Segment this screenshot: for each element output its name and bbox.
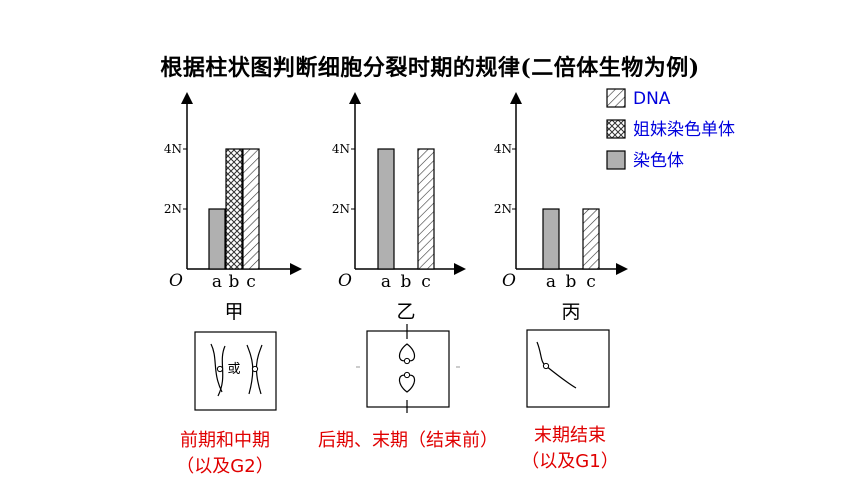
bar-a bbox=[208, 208, 226, 270]
category-label-a: a bbox=[381, 272, 391, 292]
legend-swatch bbox=[606, 119, 626, 139]
caption-bing-line2: （以及G1） bbox=[521, 451, 619, 472]
chart-name: 乙 bbox=[396, 301, 415, 323]
category-label-c: c bbox=[586, 272, 596, 292]
category-label-a: a bbox=[212, 272, 222, 292]
legend-label: 染色体 bbox=[633, 151, 684, 171]
y-tick-label: 2N bbox=[332, 202, 350, 216]
legend-item-a: 染色体 bbox=[606, 150, 684, 171]
diagram-or-label: 或 bbox=[227, 362, 240, 377]
y-tick-label: 4N bbox=[164, 142, 182, 156]
bar-c bbox=[242, 148, 260, 270]
category-label-c: c bbox=[246, 272, 256, 292]
caption-yi: 后期、末期（结束前） bbox=[296, 428, 520, 454]
cell-diagram-jia: 或 bbox=[194, 331, 277, 411]
y-tick-label: 4N bbox=[494, 142, 512, 156]
bar-a bbox=[377, 148, 395, 270]
caption-jia: 前期和中期 （以及G2） bbox=[140, 428, 310, 480]
chart-name: 甲 bbox=[224, 301, 243, 323]
caption-jia-line1: 前期和中期 bbox=[180, 430, 270, 451]
category-label-c: c bbox=[421, 272, 431, 292]
caption-bing-line1: 末期结束 bbox=[534, 425, 606, 446]
caption-jia-line2: （以及G2） bbox=[176, 456, 274, 477]
page-title: 根据柱状图判断细胞分裂时期的规律(二倍体生物为例) bbox=[160, 55, 700, 81]
legend-item-c: DNA bbox=[606, 88, 671, 109]
origin-label: O bbox=[502, 271, 516, 291]
bar-c bbox=[582, 208, 600, 270]
caption-bing: 末期结束 （以及G1） bbox=[510, 423, 630, 475]
legend-swatch bbox=[606, 88, 626, 108]
bar-a bbox=[542, 208, 560, 270]
origin-label: O bbox=[169, 271, 183, 291]
legend-item-b: 姐妹染色单体 bbox=[606, 119, 735, 140]
y-tick-label: 4N bbox=[332, 142, 350, 156]
bar-b bbox=[225, 148, 243, 270]
chart-name: 丙 bbox=[561, 301, 580, 323]
category-label-b: b bbox=[401, 272, 412, 292]
category-label-a: a bbox=[546, 272, 556, 292]
y-tick-label: 2N bbox=[164, 202, 182, 216]
bar-c bbox=[417, 148, 435, 270]
caption-yi-line1: 后期、末期（结束前） bbox=[318, 430, 498, 451]
category-label-b: b bbox=[229, 272, 240, 292]
cell-diagram-yi bbox=[356, 324, 460, 413]
legend-label: 姐妹染色单体 bbox=[633, 120, 735, 140]
category-label-b: b bbox=[566, 272, 577, 292]
legend-label: DNA bbox=[633, 89, 671, 109]
y-tick-label: 2N bbox=[494, 202, 512, 216]
cell-diagram-bing bbox=[526, 329, 610, 408]
origin-label: O bbox=[338, 271, 352, 291]
legend-swatch bbox=[606, 150, 626, 170]
